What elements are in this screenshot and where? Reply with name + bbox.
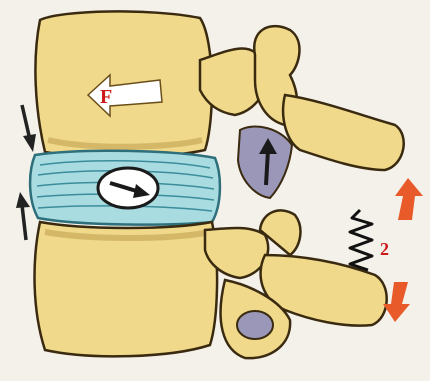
lower-vertebral-body xyxy=(35,222,218,356)
lower-foramen xyxy=(237,311,273,339)
spring-label: 2 xyxy=(380,239,389,259)
flexion-label: F xyxy=(100,86,112,108)
